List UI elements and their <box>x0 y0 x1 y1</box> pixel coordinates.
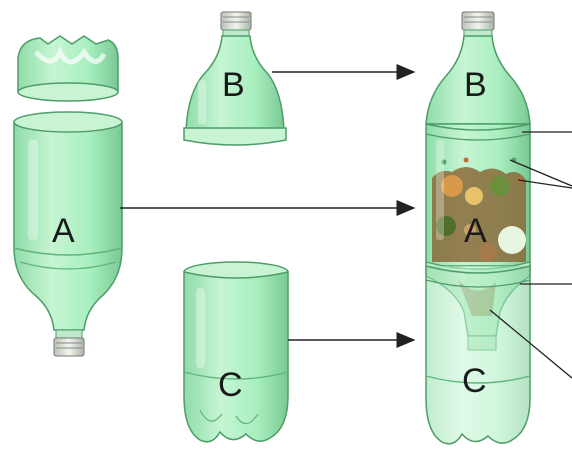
bottle-cap-icon <box>54 330 84 356</box>
part-a-cut-base <box>18 36 118 101</box>
part-b-label: B <box>222 66 245 104</box>
part-a-label: A <box>52 212 75 250</box>
assembled-middle-label: A <box>464 212 487 250</box>
assembled-bottom-label: C <box>462 362 487 400</box>
bottle-cap-icon <box>221 12 251 36</box>
part-b: B <box>184 12 286 145</box>
part-a: A <box>14 36 122 356</box>
bottle-cap-icon <box>462 12 494 36</box>
part-c-label: C <box>218 366 243 404</box>
assembled-column: B A C <box>426 12 572 444</box>
part-c: C <box>184 262 288 442</box>
assembled-top-label: B <box>464 66 487 104</box>
